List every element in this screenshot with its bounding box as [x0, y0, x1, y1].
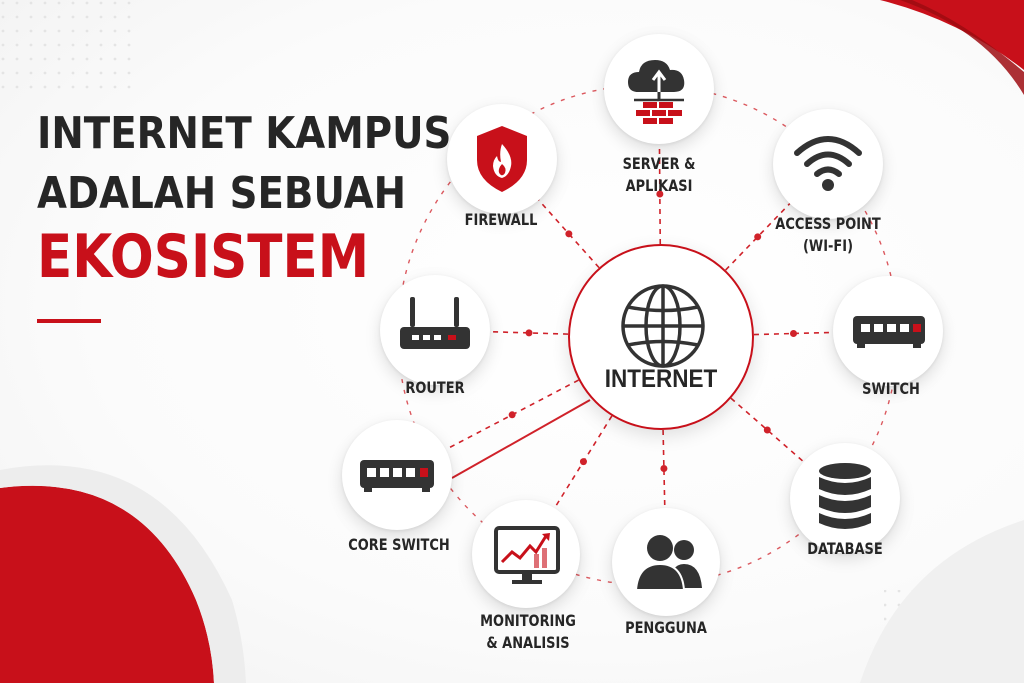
label-pengguna: PENGGUNA — [625, 618, 707, 637]
cloud-server-icon — [628, 60, 685, 124]
connector-dot-pengguna — [660, 464, 668, 472]
wifi-icon — [794, 136, 862, 191]
title-line-1: INTERNET KAMPUS — [37, 108, 452, 159]
node-firewall — [447, 104, 557, 214]
monitor-chart-icon — [494, 526, 560, 584]
label-monitoring: MONITORING & ANALISIS — [480, 611, 576, 652]
node-server — [604, 34, 714, 144]
connector-core-switch-solid — [451, 399, 591, 479]
title-underline — [37, 319, 101, 323]
users-icon — [634, 535, 702, 591]
red-swoosh-bottom-left — [0, 485, 214, 683]
internet-label: INTERNET — [604, 365, 718, 393]
internet-hub — [568, 244, 754, 430]
label-router: ROUTER — [405, 378, 465, 397]
label-core-switch: CORE SWITCH — [348, 535, 450, 554]
connector-database — [730, 397, 805, 463]
label-database: DATABASE — [807, 539, 883, 558]
connector-switch — [753, 331, 834, 336]
globe-icon — [621, 284, 705, 368]
node-router — [380, 275, 490, 385]
connector-dot-monitoring — [579, 458, 587, 466]
label-access-point: ACCESS POINT (WI-FI) — [775, 214, 881, 255]
connector-dot-server — [656, 190, 664, 198]
label-firewall: FIREWALL — [464, 210, 538, 229]
router-icon — [400, 297, 470, 349]
connector-router — [489, 330, 569, 335]
core-switch-icon — [360, 460, 434, 492]
title-line-3: EKOSISTEM — [37, 222, 370, 292]
connector-dot-core-switch — [508, 411, 516, 419]
firewall-shield-icon — [477, 126, 527, 192]
connector-dot-firewall — [565, 230, 573, 238]
red-swoosh-top-right — [880, 0, 1024, 70]
title-line-2: ADALAH SEBUAH — [37, 168, 407, 219]
label-switch: SWITCH — [862, 379, 920, 398]
node-monitoring — [472, 500, 580, 608]
node-core-switch — [342, 420, 452, 530]
connector-dot-switch — [789, 329, 797, 337]
connector-dot-router — [525, 329, 533, 337]
connector-dot-database — [763, 426, 771, 434]
node-access-point — [773, 109, 883, 219]
connector-dot-access-point — [754, 233, 762, 241]
switch-icon — [853, 316, 925, 348]
node-pengguna — [612, 508, 720, 616]
database-icon — [819, 463, 871, 529]
dot-pattern-top-left — [0, 0, 140, 90]
node-switch — [833, 276, 943, 386]
node-database — [790, 443, 900, 553]
connector-pengguna — [662, 429, 666, 508]
label-server: SERVER & APLIKASI — [622, 154, 696, 195]
